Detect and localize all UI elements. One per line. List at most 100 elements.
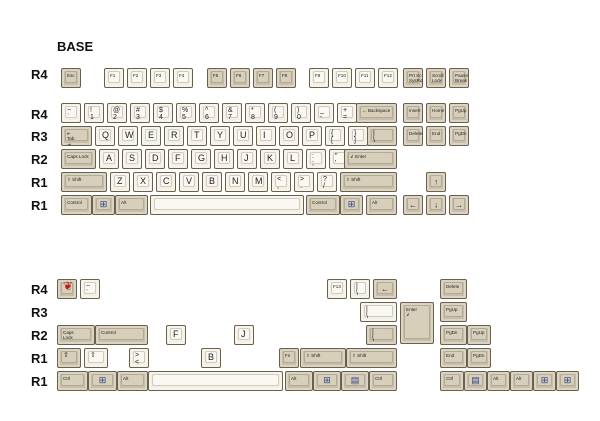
key-f8: F8 [276, 68, 296, 88]
key-label: @ 2 [113, 107, 121, 121]
keycap-top [195, 152, 207, 164]
keycap-top [65, 106, 77, 118]
key-label: Alt [123, 376, 129, 381]
key-label: F6 [236, 73, 242, 78]
keycap-top [177, 71, 189, 83]
key-label: Fn [285, 353, 291, 358]
key-label: Ctrl [446, 376, 454, 381]
key-x-fn: Fn [279, 348, 299, 368]
keycap-top [295, 106, 307, 118]
key-x-end: End [440, 348, 467, 368]
key-label: F9 [315, 73, 321, 78]
key-label: ❦ [63, 279, 74, 293]
key-end: End [426, 126, 446, 146]
keycap-top [92, 374, 113, 386]
keycap-top [407, 198, 419, 210]
key-prtsc: Prt Sc SysRq [403, 68, 423, 88]
key-label: I [263, 130, 266, 140]
keycap-top [133, 351, 145, 363]
keycap-top [103, 152, 115, 164]
key-label: Prt Sc SysRq [409, 73, 423, 84]
keycap-top [430, 198, 442, 210]
key-n2: @ 2 [107, 103, 127, 123]
key-d: D [145, 149, 165, 169]
key-label: J [241, 329, 246, 339]
keycap-top [350, 351, 393, 363]
keycap-top [370, 328, 393, 340]
key-label: H [221, 153, 228, 163]
keycap-top [453, 71, 465, 83]
key-label: ⇧ [63, 352, 69, 359]
key-t: T [187, 126, 207, 146]
keycap-top [238, 328, 250, 340]
keycap-top [360, 106, 393, 118]
key-l: L [283, 149, 303, 169]
keycap-top [283, 351, 295, 363]
keycap-top [137, 175, 149, 187]
key-label: N [232, 176, 239, 186]
key-slash: ? / [317, 172, 337, 192]
keycap-top [310, 198, 336, 210]
key-label: ⊞ [323, 375, 331, 386]
key-x-control: Control [95, 325, 148, 345]
keycap-top [298, 175, 310, 187]
keycap-top [514, 374, 529, 386]
keycap-top [430, 129, 442, 141]
key-label: ⇤ Tab ⇥ [67, 131, 75, 147]
keycap-top [407, 71, 419, 83]
key-label: O [286, 130, 294, 140]
key-label: V [186, 176, 193, 186]
key-label: < , [277, 176, 282, 190]
key-label: ⇧ Shift [67, 177, 82, 182]
keycap-top [61, 351, 77, 363]
key-x-caps: Caps Lock [57, 325, 95, 345]
keycap-top [65, 71, 77, 83]
key-x-pgdn3 [148, 371, 283, 391]
key-x-menu2: ▤ [464, 371, 487, 391]
key-label: G [198, 153, 206, 163]
key-label: _ - [320, 107, 324, 121]
key-label: A [106, 153, 113, 163]
key-n0: ) 0 [291, 103, 311, 123]
key-f: F [168, 149, 188, 169]
keycap-top [444, 328, 463, 340]
key-label: ⊞ [347, 199, 356, 210]
key-n8: * 8 [245, 103, 265, 123]
key-equal: + = [337, 103, 357, 123]
key-f9: F9 [309, 68, 329, 88]
key-x-up2: ⇧ [84, 348, 108, 368]
key-lwin: ⊞ [92, 195, 115, 215]
key-z: Z [110, 172, 130, 192]
key-o: O [279, 126, 299, 146]
key-tilde: ~ ` [61, 103, 81, 123]
keycap-top [84, 282, 96, 294]
key-label: M [255, 176, 263, 186]
keycap-top [306, 129, 318, 141]
keycap-top [260, 129, 272, 141]
key-label: * 8 [251, 107, 255, 121]
key-n5: % 5 [176, 103, 196, 123]
key-x-win4: ⊞ [556, 371, 579, 391]
key-label: ~ ` [67, 107, 72, 121]
key-label: P [309, 130, 316, 140]
key-label: End [446, 353, 455, 358]
key-period: > . [294, 172, 314, 192]
row-label: R3 [31, 305, 48, 320]
keycap-top [203, 106, 215, 118]
key-m: M [248, 172, 268, 192]
key-label: Pause Break [455, 73, 469, 84]
row-label: R4 [31, 67, 48, 82]
key-x-pipe: | \ [350, 279, 370, 299]
key-enter: ↲ Enter [344, 149, 397, 169]
keycap-top [430, 71, 442, 83]
key-scroll: Scroll Lock [426, 68, 446, 88]
key-label: ⊞ [563, 375, 572, 386]
keycap-top [352, 129, 364, 141]
key-x-shift1: ⇧ Shift [300, 348, 346, 368]
keycap-top [317, 374, 337, 386]
keycap-top [121, 374, 144, 386]
keycap-top [211, 71, 223, 83]
keycap-top [111, 106, 123, 118]
key-label: F13 [333, 284, 341, 289]
key-label: F8 [282, 73, 288, 78]
